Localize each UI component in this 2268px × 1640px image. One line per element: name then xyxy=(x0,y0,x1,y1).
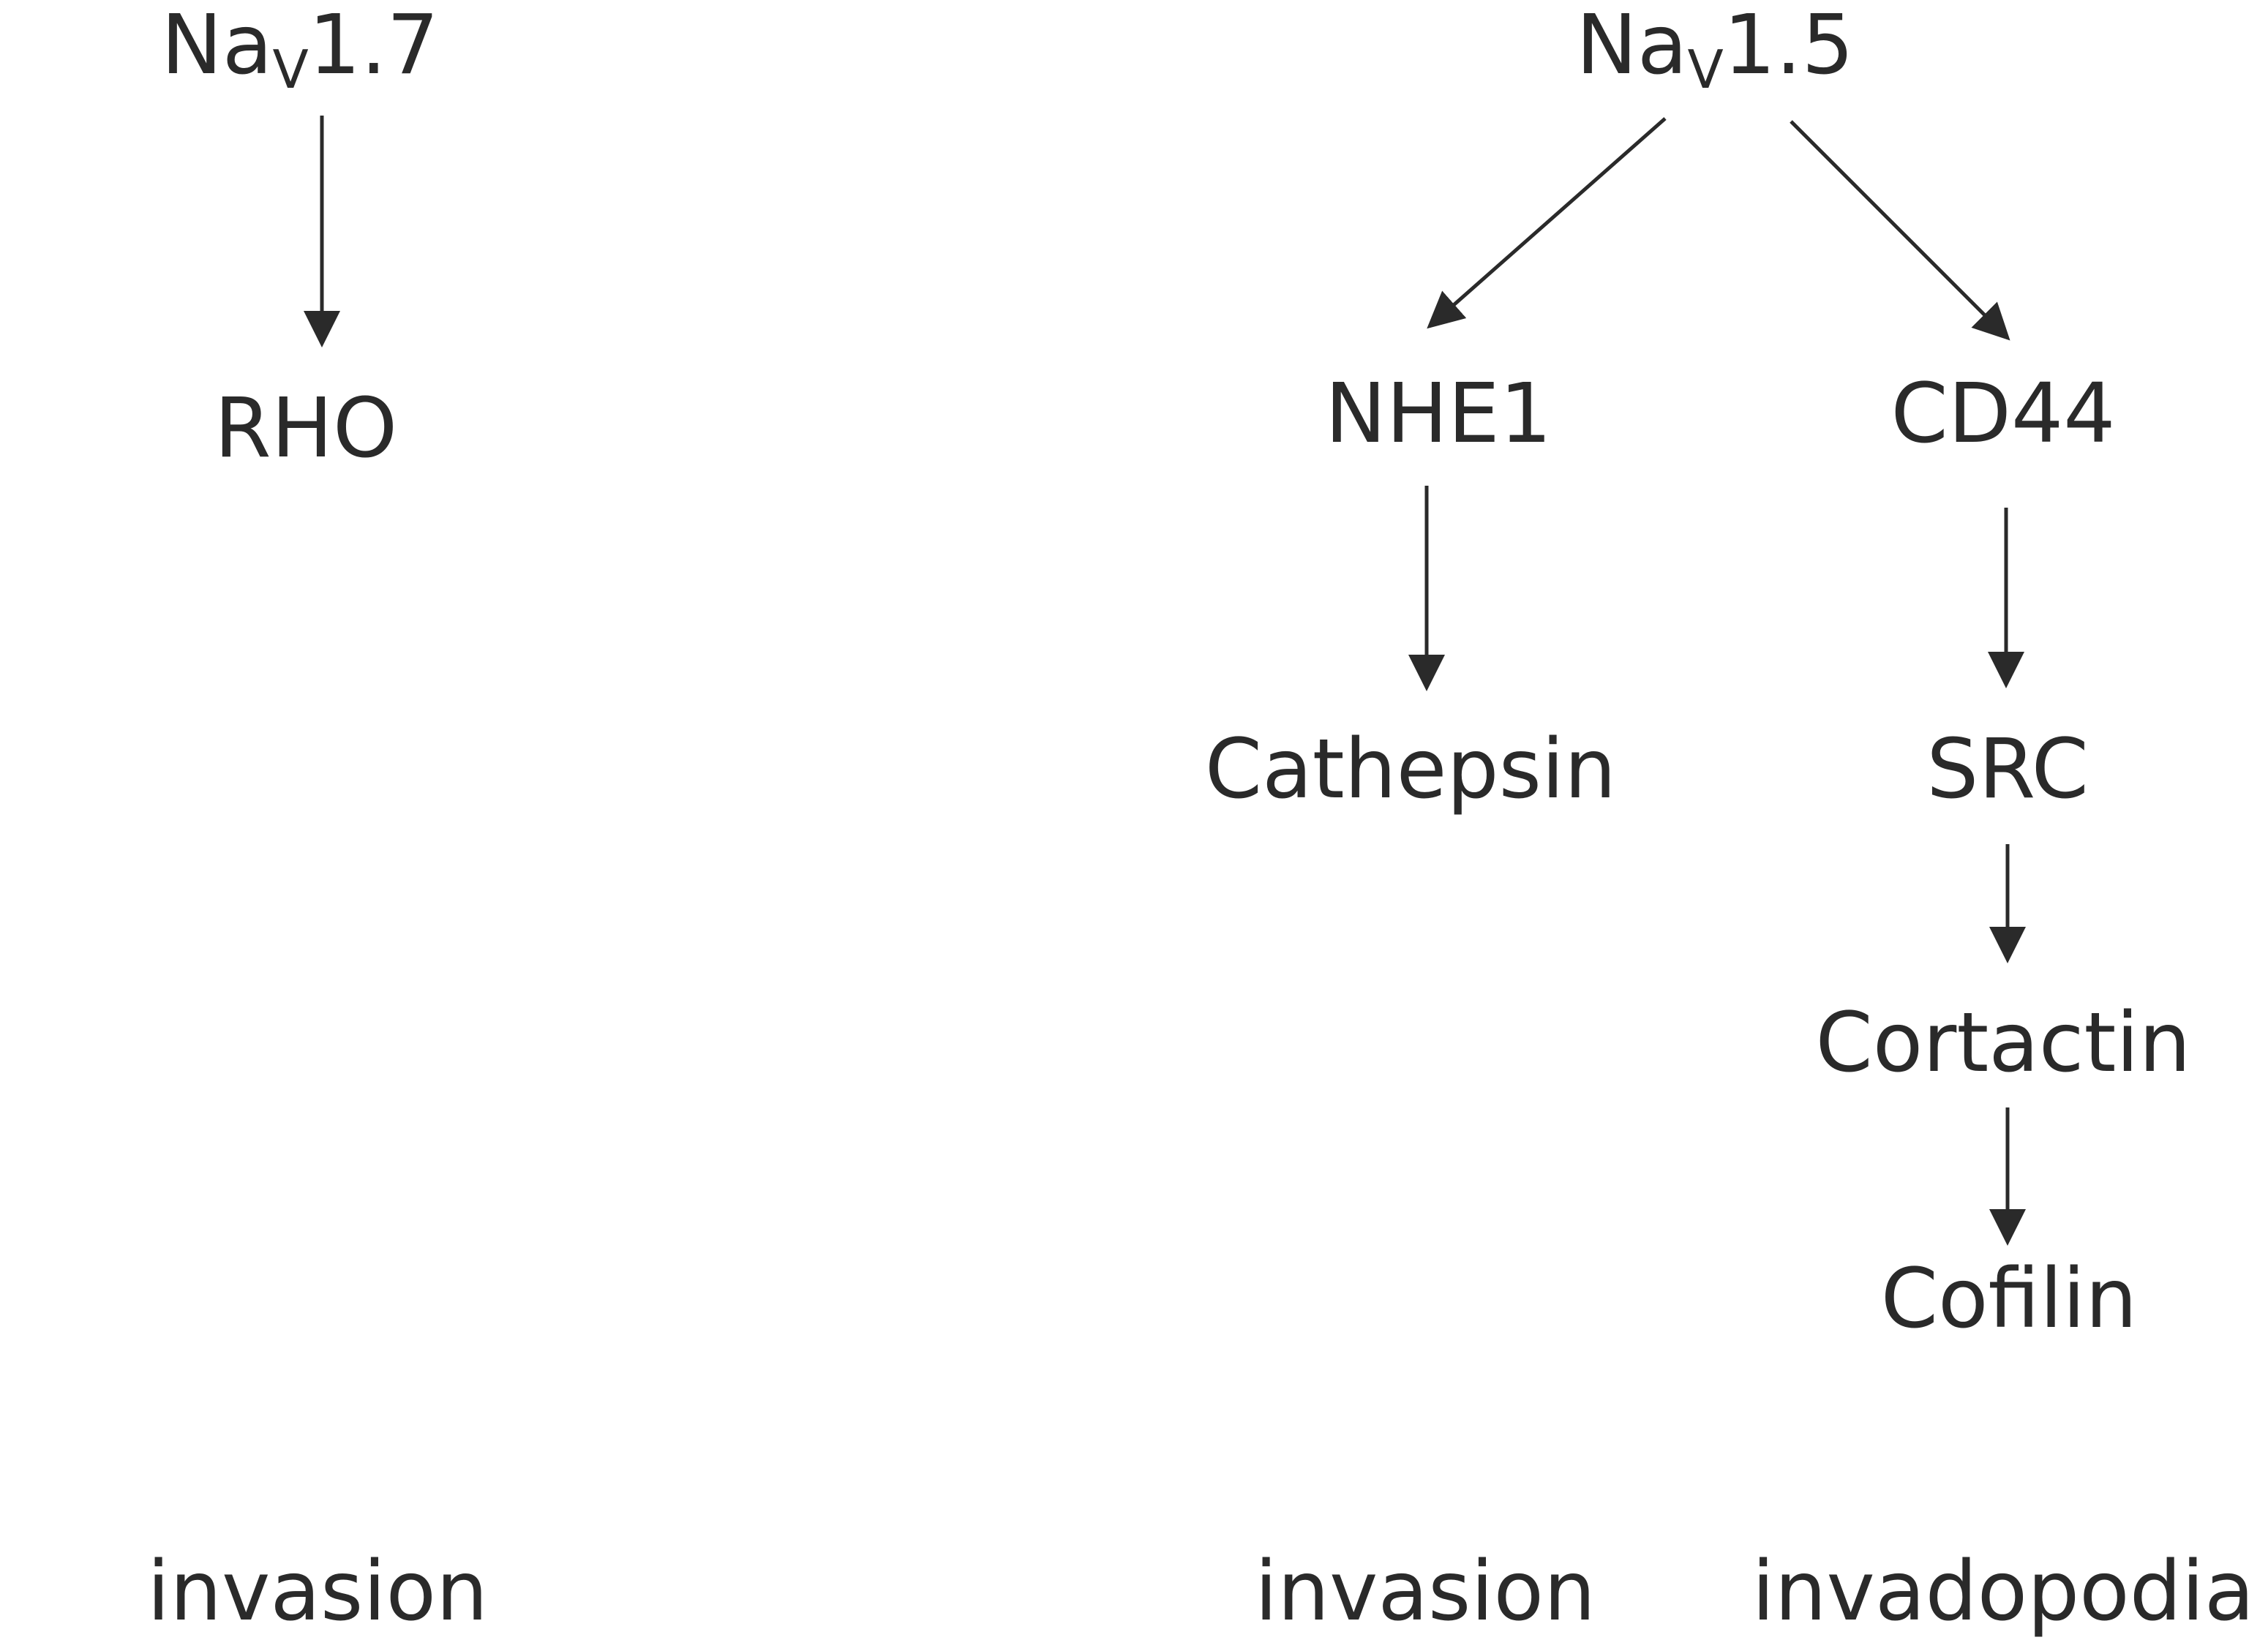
node-nav1-5: NaV1.5 xyxy=(1576,4,1854,96)
nav1-7-subscript: V xyxy=(272,39,309,101)
node-nhe1: NHE1 xyxy=(1324,366,1552,462)
nav1-7-suffix: 1.7 xyxy=(308,0,439,93)
nav1-7-base: Na xyxy=(161,0,273,93)
node-rho: RHO xyxy=(214,381,398,476)
arrow-nav15-to-cd44 xyxy=(1790,120,2010,341)
node-invasion-left: invasion xyxy=(147,1544,488,1639)
nav1-5-base: Na xyxy=(1576,0,1688,93)
node-invasion-middle: invasion xyxy=(1255,1544,1596,1639)
node-cofilin: Cofilin xyxy=(1880,1252,2138,1347)
arrow-nav15-to-nhe1 xyxy=(1427,117,1667,329)
node-invadopodia: invadopodia xyxy=(1751,1544,2255,1639)
nav1-5-suffix: 1.5 xyxy=(1723,0,1854,93)
node-src: SRC xyxy=(1926,722,2089,817)
node-cd44: CD44 xyxy=(1890,366,2116,462)
node-cortactin: Cortactin xyxy=(1815,996,2191,1091)
node-nav1-7: NaV1.7 xyxy=(161,4,439,96)
node-cathepsin: Cathepsin xyxy=(1204,722,1617,817)
nav1-5-subscript: V xyxy=(1687,39,1724,101)
